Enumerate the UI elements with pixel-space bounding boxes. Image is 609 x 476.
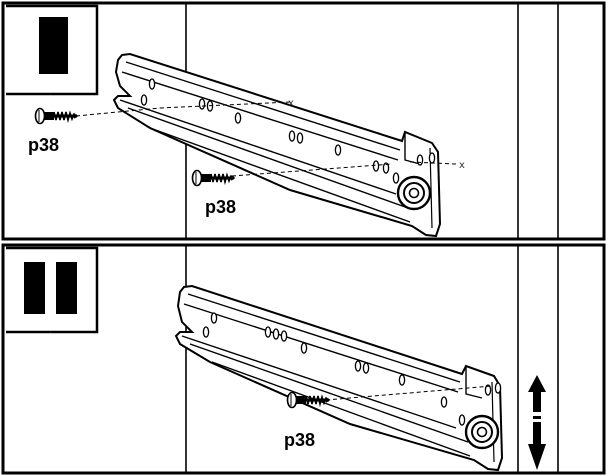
up-down-arrow-icon — [528, 375, 546, 470]
panel-step-2: II p — [1, 243, 606, 475]
roman-numeral-one — [39, 17, 68, 74]
drawer-slide-rail — [112, 52, 442, 238]
roman-numeral-two — [56, 262, 77, 314]
drawer-slide-rail — [174, 284, 504, 472]
screw-label: p38 — [205, 197, 236, 217]
reference-mark: x — [459, 160, 465, 171]
screw-label: p38 — [284, 430, 315, 450]
reference-mark: x — [288, 98, 294, 109]
guide-line — [159, 101, 291, 109]
guide-line — [409, 161, 457, 165]
guide-line — [75, 107, 161, 117]
screw-label: p38 — [28, 135, 59, 155]
guide-line — [231, 163, 393, 177]
step-label-box — [6, 246, 99, 334]
roman-numeral-two — [24, 262, 45, 314]
panel-step-1: I — [1, 1, 606, 241]
